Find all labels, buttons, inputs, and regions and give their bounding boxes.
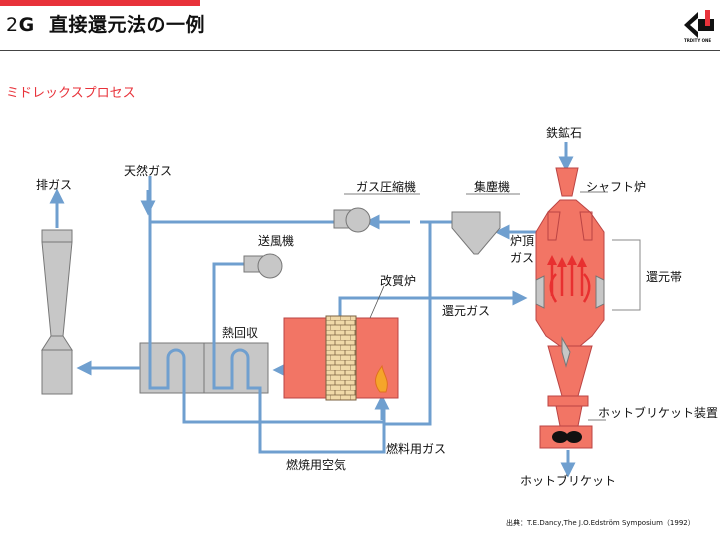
reducing-gas-pipe bbox=[338, 296, 520, 318]
reformer-label: 改質炉 bbox=[380, 274, 417, 288]
fuel-gas-label: 燃料用ガス bbox=[386, 442, 447, 456]
process-subtitle: ミドレックスプロセス bbox=[6, 86, 136, 101]
shaft-furnace bbox=[535, 167, 605, 427]
title-letter: G bbox=[18, 14, 35, 36]
flame-icon bbox=[375, 364, 388, 393]
hot-briquette-label: ホットブリケット bbox=[520, 474, 617, 488]
combustion-air-label: 燃焼用空気 bbox=[286, 458, 347, 472]
hot-briquette-machine bbox=[539, 425, 593, 449]
logo-text: TRDITY ONE bbox=[684, 38, 712, 43]
header-divider bbox=[0, 50, 720, 51]
title-text: 直接還元法の一例 bbox=[48, 14, 205, 36]
reformer bbox=[283, 315, 399, 401]
logo-icon bbox=[684, 10, 714, 38]
dust-collector-label: 集塵機 bbox=[474, 180, 511, 194]
page-title: 2G 直接還元法の一例 bbox=[6, 10, 205, 37]
reducing-gas-label: 還元ガス bbox=[442, 304, 491, 318]
top-gas-label-2: ガス bbox=[510, 251, 535, 265]
shaft-furnace-label: シャフト炉 bbox=[586, 180, 647, 194]
reducing-zone-label: 還元帯 bbox=[646, 270, 683, 284]
gas-compressor bbox=[333, 207, 371, 233]
leader-lines bbox=[344, 191, 608, 421]
fuel-gas-pipe bbox=[384, 222, 432, 426]
top-gas-label-1: 炉頂 bbox=[510, 234, 535, 248]
blower bbox=[243, 253, 283, 279]
iron-ore-label: 鉄鉱石 bbox=[546, 126, 583, 140]
accent-bar bbox=[0, 0, 200, 6]
exhaust-gas-label: 排ガス bbox=[36, 178, 73, 192]
reducing-zone-bracket bbox=[612, 239, 641, 311]
gas-compressor-label: ガス圧縮機 bbox=[356, 180, 417, 194]
source-citation: 出典：T.E.Dancy,The J.O.Edström Symposium（1… bbox=[506, 519, 695, 527]
title-number: 2 bbox=[6, 14, 19, 36]
combustion-air-pipe bbox=[212, 262, 386, 454]
hbi-device-label: ホットブリケット装置 bbox=[598, 406, 719, 420]
reducing-gas-flow-arrows bbox=[547, 255, 591, 303]
blower-label: 送風機 bbox=[258, 234, 295, 248]
exhaust-stack bbox=[41, 229, 73, 395]
natural-gas-pipe bbox=[148, 176, 386, 424]
heat-recovery-label: 熱回収 bbox=[222, 326, 259, 340]
natural-gas-label: 天然ガス bbox=[124, 164, 173, 178]
dust-collector bbox=[451, 211, 501, 255]
